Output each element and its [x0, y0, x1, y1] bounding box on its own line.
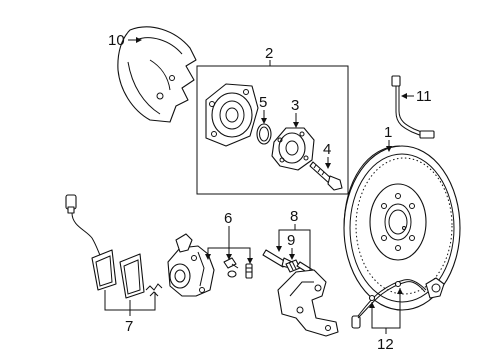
callout-2: 2: [265, 45, 273, 62]
wheel-bolt-part: [309, 161, 343, 191]
pad-spring-part: [145, 283, 163, 297]
arrow-4: [325, 163, 331, 169]
hub-assembly-box: [196, 65, 349, 195]
callout-7: 7: [125, 318, 133, 335]
abs-sensor-part: [351, 277, 445, 329]
wheel-hub-part: [271, 127, 315, 171]
arrow-8a: [276, 246, 282, 252]
arrow-1: [386, 146, 392, 152]
caliper-bolt-part: [245, 263, 253, 279]
bleeder-cap-part: [227, 270, 237, 278]
arrow-5: [261, 118, 267, 124]
brake-hose-part: [391, 75, 435, 139]
callout-12: 12: [377, 336, 394, 353]
callout-9: 9: [287, 232, 295, 249]
callout-8: 8: [290, 208, 298, 225]
callout-6: 6: [224, 210, 232, 227]
arrow-10: [136, 37, 142, 43]
arrow-9: [289, 254, 295, 260]
arrow-3: [293, 122, 299, 128]
wear-sensor-part: [65, 194, 105, 263]
brake-rotor-part: [343, 145, 461, 311]
arrow-12a: [369, 302, 375, 308]
arrow-6a: [205, 254, 211, 260]
caliper-carrier-part: [277, 269, 339, 337]
bleeder-valve-part: [223, 257, 239, 269]
snap-ring-part: [256, 123, 272, 145]
arrow-6c: [247, 258, 253, 264]
callout-3: 3: [291, 97, 299, 114]
arrow-12b: [397, 288, 403, 294]
brake-pad-inner-part: [91, 249, 117, 291]
caliper-bracket-part: [175, 233, 193, 253]
brake-caliper-part: [167, 245, 215, 297]
callout-4: 4: [323, 141, 331, 158]
callout-5: 5: [259, 94, 267, 111]
callout-11: 11: [416, 88, 432, 105]
guide-pin-part: [262, 249, 293, 269]
dust-shield-part: [117, 26, 197, 123]
arrow-6b: [226, 254, 232, 260]
callout-10: 10: [108, 32, 125, 49]
hub-bearing-part: [205, 83, 259, 147]
callout-1: 1: [384, 124, 392, 141]
arrow-11: [401, 93, 407, 99]
brake-pad-outer-part: [119, 253, 145, 299]
